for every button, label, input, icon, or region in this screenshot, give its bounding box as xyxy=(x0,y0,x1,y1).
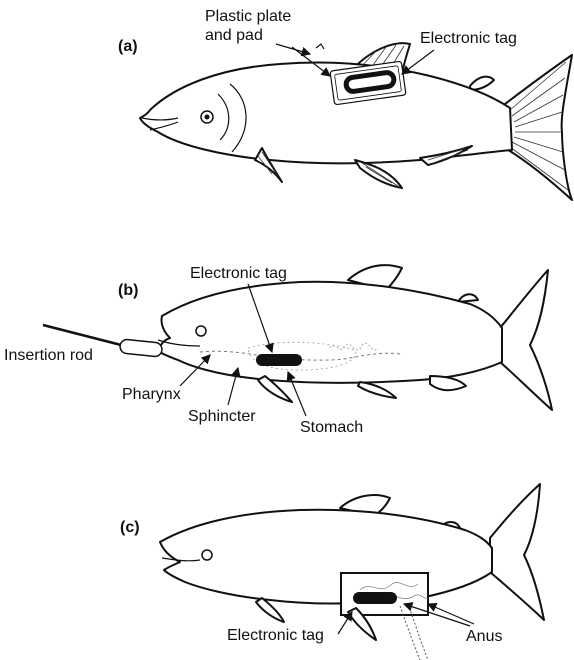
pharynx-label: Pharynx xyxy=(122,386,181,403)
fish-b-tail xyxy=(500,270,552,410)
fish-b-anal-fin xyxy=(430,376,466,390)
fish-a-body xyxy=(140,63,512,164)
sphincter-label: Sphincter xyxy=(188,408,256,425)
panel-a: (a) xyxy=(118,8,572,200)
insertion-rod-label: Insertion rod xyxy=(4,347,93,364)
fish-c-eye xyxy=(202,550,212,560)
fish-a-tail xyxy=(505,55,572,200)
rod-capsule xyxy=(119,339,162,357)
panel-a-label: (a) xyxy=(118,38,138,55)
panel-c: (c) Electronic tag Anus xyxy=(120,484,544,660)
insertion-rod xyxy=(43,325,125,346)
fish-b-pelvic-fin xyxy=(358,382,396,398)
plate-label-line2: and pad xyxy=(205,27,263,44)
panel-b: (b) Electronic tag Insertion rod Pharynx xyxy=(4,265,552,436)
fish-a-adipose-fin xyxy=(470,77,494,90)
panel-b-label: (b) xyxy=(118,282,138,299)
fish-b-body xyxy=(160,282,502,383)
fish-b-eye xyxy=(196,326,206,336)
tag-c-label: Electronic tag xyxy=(227,627,324,644)
plate-label-line1: Plastic plate xyxy=(205,8,291,25)
plate-arrow-1 xyxy=(276,44,310,54)
electronic-tag-b xyxy=(256,354,302,366)
fish-c-tail xyxy=(490,484,544,620)
tag-b-label: Electronic tag xyxy=(190,265,287,282)
attachment-wire xyxy=(316,44,324,49)
tag-a-label: Electronic tag xyxy=(420,30,517,47)
panel-c-label: (c) xyxy=(120,519,140,536)
anus-label: Anus xyxy=(466,628,502,645)
fish-a-pupil xyxy=(205,115,210,120)
electronic-tag-c xyxy=(353,592,397,604)
stomach-label: Stomach xyxy=(300,419,363,436)
